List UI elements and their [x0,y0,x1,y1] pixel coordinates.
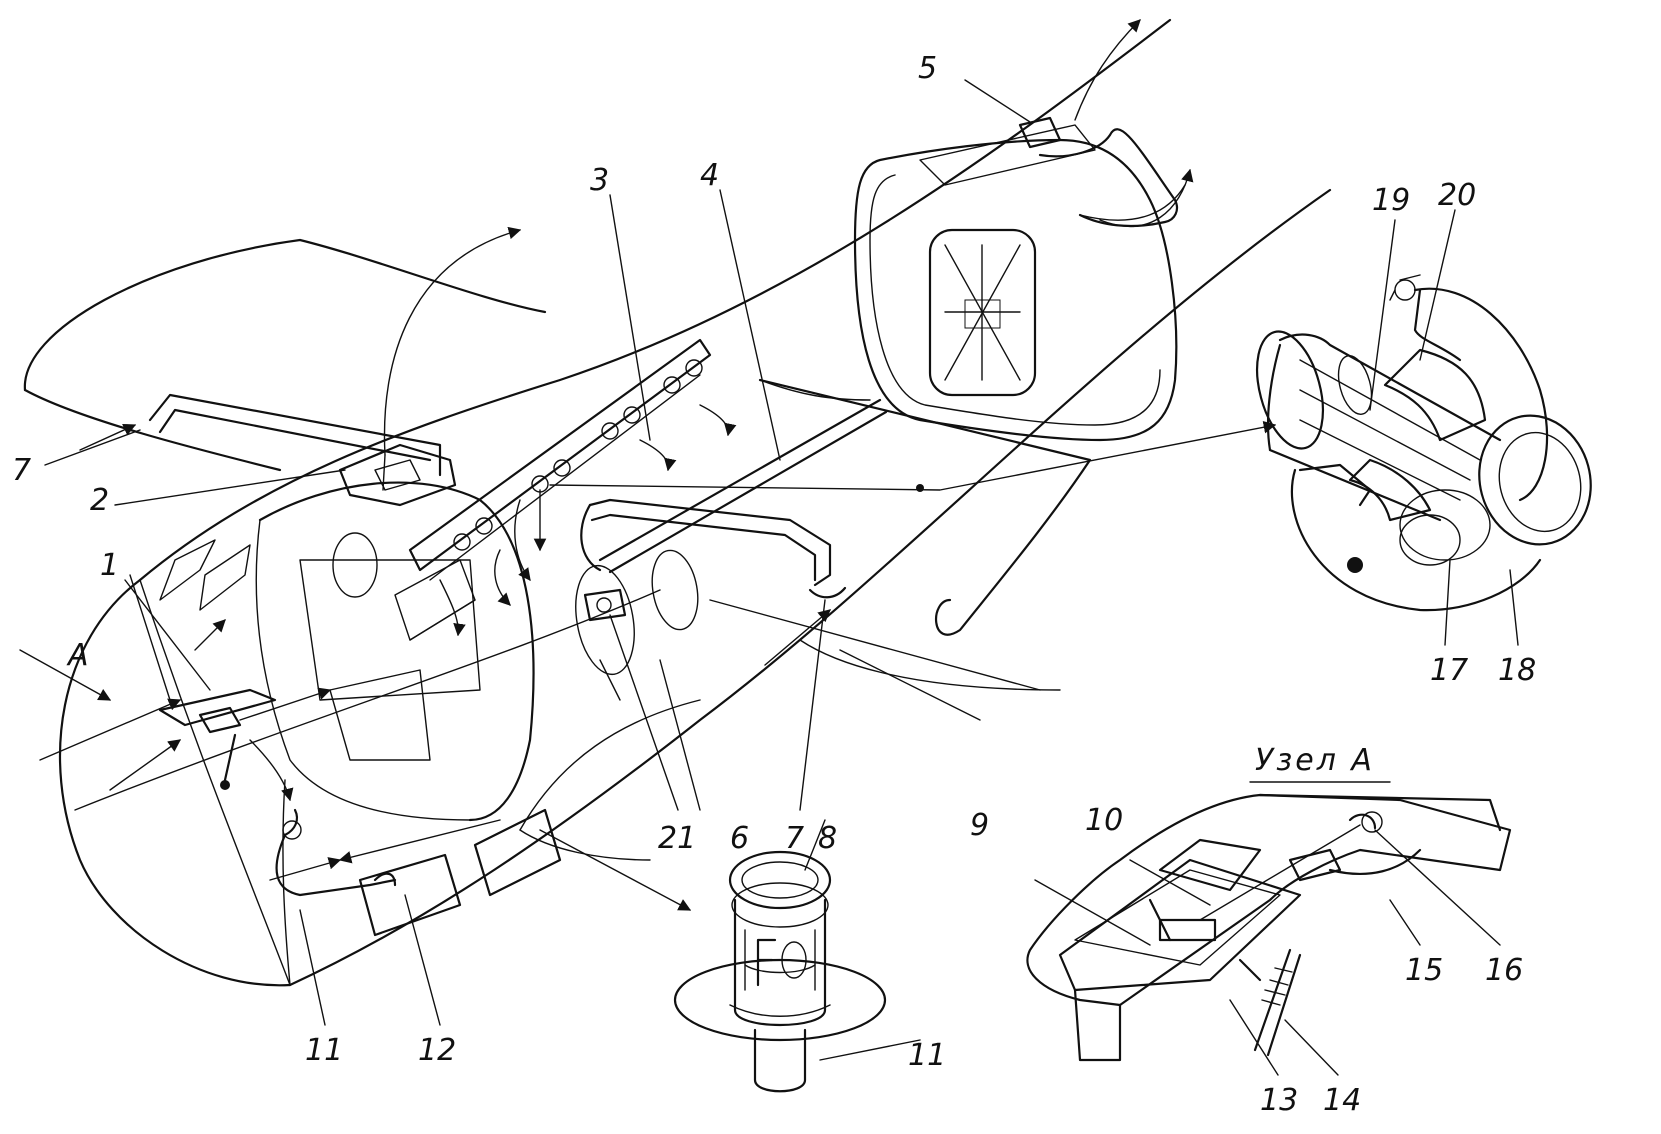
label-A: A [66,638,89,673]
label-19: 19 [1372,183,1410,218]
label-8: 8 [818,821,837,856]
part-labels: 1 2 3 4 5 6 7 7 8 9 10 11 11 12 13 14 15… [12,51,1536,1118]
tail-section [853,116,1186,442]
detail-a-title: Узел А [1249,743,1391,783]
detail-a-title-text: Узел А [1255,743,1375,778]
label-5: 5 [918,51,937,86]
label-7-right: 7 [785,821,804,856]
duct-system [148,338,888,937]
leader-lines [44,79,1519,1076]
part-8-nozzle [673,850,887,1093]
label-12: 12 [418,1033,456,1068]
label-4: 4 [700,158,719,193]
label-1: 1 [100,548,119,583]
label-20: 20 [1438,178,1476,213]
label-21: 21 [658,821,696,856]
label-18: 18 [1498,653,1536,688]
label-10: 10 [1085,803,1123,838]
label-11-right: 11 [908,1038,946,1073]
airflow-arrows [19,19,1277,911]
label-9: 9 [970,808,989,843]
nozzle-detail [1256,274,1592,612]
wing [23,238,1092,721]
label-6: 6 [730,821,749,856]
label-7-left: 7 [12,453,31,488]
label-15: 15 [1405,953,1443,988]
detail-a [1026,793,1512,1062]
label-2: 2 [90,483,109,518]
label-11-left: 11 [305,1033,343,1068]
fuselage-body [58,18,1332,987]
label-14: 14 [1323,1083,1361,1118]
label-3: 3 [590,163,609,198]
label-13: 13 [1260,1083,1298,1118]
label-16: 16 [1485,953,1523,988]
label-17: 17 [1430,653,1468,688]
